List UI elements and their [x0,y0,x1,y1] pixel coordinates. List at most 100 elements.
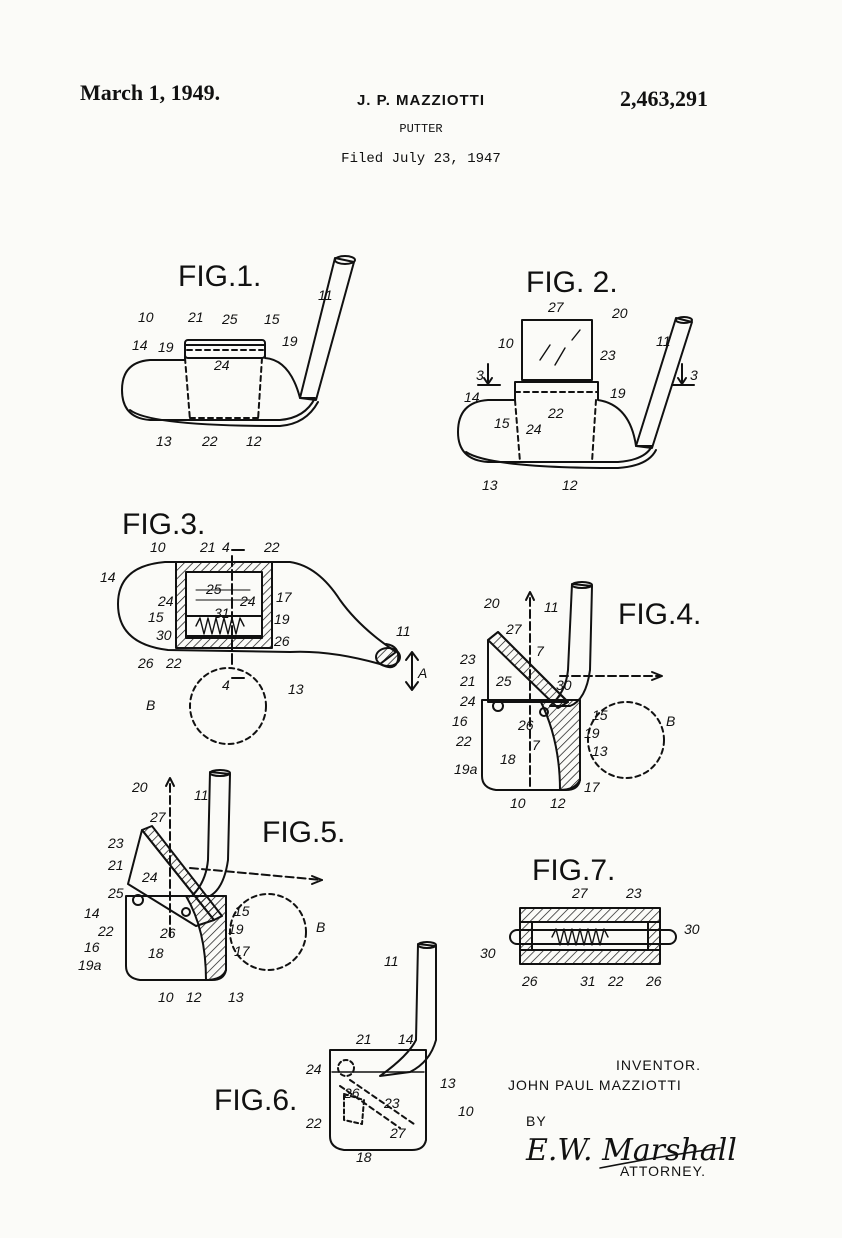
figure-1-label: FIG.1. [178,260,261,293]
reference-numeral: 14 [464,389,480,405]
reference-numeral: 18 [356,1149,372,1165]
reference-numeral: 26 [273,633,290,649]
reference-numeral: 13 [592,743,608,759]
reference-numeral: 17 [234,943,251,959]
reference-numeral: B [666,713,675,729]
inventor-heading: INVENTOR. [616,1057,701,1073]
patent-subject: PUTTER [399,122,443,136]
reference-numeral: 3 [690,367,698,383]
figure-6-label: FIG.6. [214,1084,297,1117]
reference-numeral: 22 [547,405,564,421]
by-label: BY [526,1113,547,1129]
reference-numeral: 22 [97,923,114,939]
fig7-housing-bottom [519,949,661,965]
reference-numeral: 24 [459,693,476,709]
reference-numeral: B [146,697,155,713]
reference-numeral: 22 [607,973,624,989]
reference-numeral: 26 [517,717,534,733]
reference-numeral: 22 [305,1115,322,1131]
figure-2-label: FIG. 2. [526,266,618,299]
reference-numeral: 19 [610,385,626,401]
reference-numeral: 27 [571,885,589,901]
fig1-shaft [299,257,355,401]
reference-numeral: 15 [264,311,280,327]
reference-numeral: 27 [505,621,523,637]
fig2-head [457,381,653,463]
reference-numeral: 13 [156,433,172,449]
reference-numeral: 19 [274,611,290,627]
reference-numeral: 20 [611,305,628,321]
reference-numeral: 25 [205,581,222,597]
inventor-name-header: J. P. MAZZIOTTI [356,92,486,109]
reference-numeral: 14 [398,1031,414,1047]
reference-numeral: 24 [141,869,158,885]
reference-numeral: 21 [355,1031,372,1047]
reference-numeral: 20 [483,595,500,611]
reference-numeral: 14 [100,569,116,585]
reference-numeral: 18 [500,751,516,767]
reference-numeral: 25 [495,673,512,689]
reference-numeral: 23 [625,885,642,901]
reference-numeral: 12 [246,433,262,449]
reference-numeral: 11 [396,623,411,639]
reference-numeral: 23 [107,835,124,851]
figure-6: FIG.6. 11 21 14 24 13 26 23 10 22 27 18 [214,941,474,1165]
reference-numeral: 19a [454,761,478,777]
reference-numeral: 17 [276,589,293,605]
attorney-label: ATTORNEY. [620,1163,706,1179]
reference-numeral: 12 [562,477,578,493]
reference-numeral: 31 [580,973,596,989]
figure-4: FIG.4. 20 11 27 7 23 21 25 30 24 15 16 2… [452,581,701,811]
reference-numeral: 30 [556,677,572,693]
reference-numeral: 26 [645,973,662,989]
reference-numeral: 24 [525,421,542,437]
reference-numeral: 27 [389,1125,407,1141]
reference-numeral: B [316,919,325,935]
fig7-housing-top [519,907,661,923]
reference-numeral: 24 [157,593,174,609]
reference-numeral: 26 [137,655,154,671]
figure-2: FIG. 2. 27 20 10 11 23 3 3 14 15 24 22 1… [457,266,698,493]
reference-numeral: 4 [222,539,230,555]
reference-numeral: 24 [239,593,256,609]
reference-numeral: 10 [150,539,166,555]
reference-numeral: 19 [228,921,244,937]
reference-numeral: 10 [458,1103,474,1119]
reference-numeral: 7 [536,643,545,659]
reference-numeral: 24 [305,1061,322,1077]
reference-numeral: 22 [263,539,280,555]
reference-numeral: 7 [532,737,541,753]
figure-5: FIG.5. 20 11 27 23 21 24 25 15 14 22 26 … [78,769,345,1005]
reference-numeral: 21 [459,673,476,689]
reference-numeral: 20 [131,779,148,795]
reference-numeral: 13 [440,1075,456,1091]
reference-numeral: 21 [187,309,204,325]
reference-numeral: 15 [148,609,164,625]
reference-numeral: 27 [547,299,565,315]
signature-block: INVENTOR. JOHN PAUL MAZZIOTTI BY E.W. Ma… [508,1057,737,1179]
reference-numeral: 10 [498,335,514,351]
reference-numeral: 11 [194,787,209,803]
reference-numeral: 11 [318,287,333,303]
reference-numeral: 11 [384,953,399,969]
reference-numeral: 30 [684,921,700,937]
reference-numeral: 30 [156,627,172,643]
patent-date: March 1, 1949. [80,80,221,105]
reference-numeral: 23 [383,1095,400,1111]
reference-numeral: 15 [234,903,250,919]
reference-numeral: 26 [159,925,176,941]
figure-5-label: FIG.5. [262,816,345,849]
reference-numeral: 19 [282,333,298,349]
reference-numeral: 18 [148,945,164,961]
fig2-mirror [521,319,593,381]
reference-numeral: 22 [165,655,182,671]
reference-numeral: 11 [544,599,559,615]
fig6-head [329,1049,427,1151]
reference-numeral: 17 [584,779,601,795]
reference-numeral: 19a [78,957,102,973]
reference-numeral: 26 [343,1085,360,1101]
reference-numeral: 15 [494,415,510,431]
reference-numeral: 21 [199,539,216,555]
reference-numeral: 13 [228,989,244,1005]
